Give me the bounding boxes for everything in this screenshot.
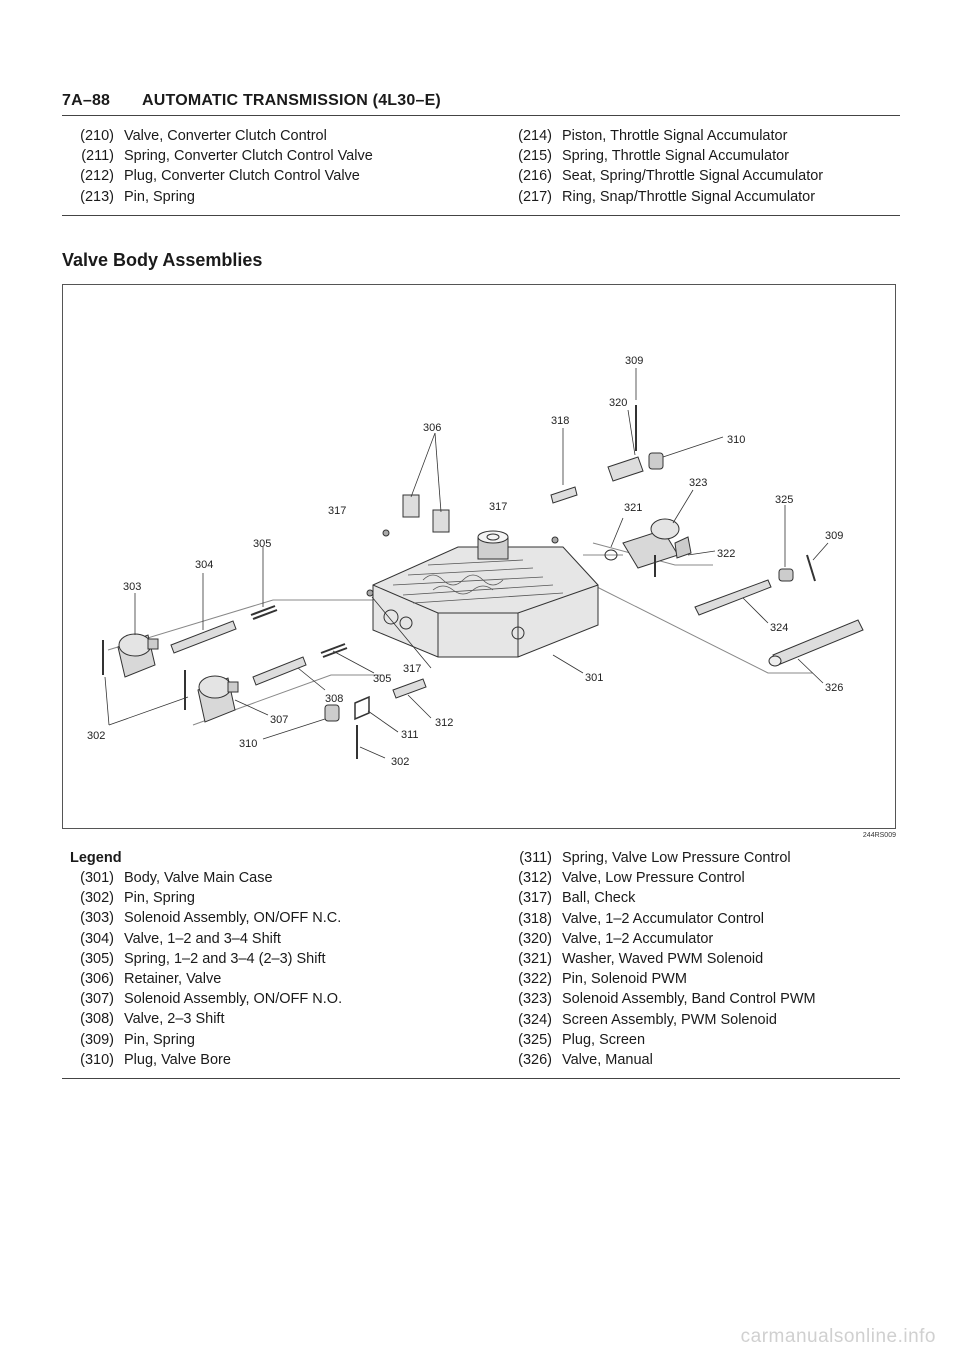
list-item: (306)Retainer, Valve bbox=[80, 971, 222, 988]
list-item: (302)Pin, Spring bbox=[80, 890, 195, 907]
top-list-rule bbox=[62, 215, 900, 216]
top-list-left: (210)Valve, Converter Clutch Control (21… bbox=[62, 126, 373, 207]
callout-321: 321 bbox=[624, 502, 642, 514]
legend-title: Legend bbox=[70, 850, 122, 866]
callout-323: 323 bbox=[689, 477, 707, 489]
list-item: (211)Spring, Converter Clutch Control Va… bbox=[81, 148, 373, 165]
header-rule bbox=[62, 115, 900, 116]
list-item: (213)Pin, Spring bbox=[80, 188, 195, 205]
valve-body-figure: 309 320 318 310 306 323 317 317 321 325 … bbox=[62, 284, 896, 829]
callout-325: 325 bbox=[775, 494, 793, 506]
list-item: (308)Valve, 2–3 Shift bbox=[80, 1011, 225, 1028]
figure-id: 244RS009 bbox=[862, 832, 896, 839]
legend-right: (311)Spring, Valve Low Pressure Control … bbox=[500, 848, 816, 1070]
page-title: AUTOMATIC TRANSMISSION (4L30–E) bbox=[142, 92, 441, 109]
exploded-view-diagram: 309 320 318 310 306 323 317 317 321 325 … bbox=[87, 355, 864, 768]
callout-306: 306 bbox=[423, 422, 441, 434]
callout-317-left: 317 bbox=[328, 505, 346, 517]
callout-324: 324 bbox=[770, 622, 788, 634]
callout-310-top: 310 bbox=[727, 434, 745, 446]
callout-310-bottom: 310 bbox=[239, 738, 257, 750]
callout-303: 303 bbox=[123, 581, 141, 593]
callout-317-mid: 317 bbox=[489, 501, 507, 513]
list-item: (312)Valve, Low Pressure Control bbox=[518, 870, 745, 887]
list-item: (310)Plug, Valve Bore bbox=[80, 1051, 231, 1068]
page-number: 7A–88 bbox=[62, 92, 111, 109]
callout-304: 304 bbox=[195, 559, 213, 571]
callout-318: 318 bbox=[551, 415, 569, 427]
page-header: 7A–88 AUTOMATIC TRANSMISSION (4L30–E) bbox=[62, 92, 441, 110]
callout-311: 311 bbox=[401, 729, 419, 741]
callout-309-right: 309 bbox=[825, 530, 843, 542]
list-item: (323)Solenoid Assembly, Band Control PWM bbox=[518, 991, 816, 1008]
list-item: (304)Valve, 1–2 and 3–4 Shift bbox=[80, 930, 281, 947]
callout-305-bottom: 305 bbox=[373, 673, 391, 685]
list-item: (307)Solenoid Assembly, ON/OFF N.O. bbox=[80, 991, 343, 1008]
list-item: (320)Valve, 1–2 Accumulator bbox=[518, 930, 714, 947]
watermark: carmanualsonline.info bbox=[740, 1326, 936, 1347]
callout-302-left: 302 bbox=[87, 730, 105, 742]
list-item: (305)Spring, 1–2 and 3–4 (2–3) Shift bbox=[80, 950, 326, 967]
callout-301: 301 bbox=[585, 672, 603, 684]
list-item: (311)Spring, Valve Low Pressure Control bbox=[519, 850, 791, 866]
list-item: (216)Seat, Spring/Throttle Signal Accumu… bbox=[518, 168, 824, 185]
legend-rule bbox=[62, 1078, 900, 1079]
callout-312: 312 bbox=[435, 717, 453, 729]
list-item: (317)Ball, Check bbox=[518, 890, 636, 907]
list-item: (214)Piston, Throttle Signal Accumulator bbox=[518, 128, 788, 144]
callout-320: 320 bbox=[609, 397, 627, 409]
list-item: (318)Valve, 1–2 Accumulator Control bbox=[518, 910, 765, 927]
list-item: (325)Plug, Screen bbox=[518, 1031, 646, 1048]
callout-305-top: 305 bbox=[253, 538, 271, 550]
list-item: (215)Spring, Throttle Signal Accumulator bbox=[518, 148, 790, 165]
list-item: (301)Body, Valve Main Case bbox=[80, 870, 273, 886]
section-title: Valve Body Assemblies bbox=[62, 250, 263, 270]
list-item: (326)Valve, Manual bbox=[518, 1052, 653, 1069]
callout-322: 322 bbox=[717, 548, 735, 560]
list-item: (324)Screen Assembly, PWM Solenoid bbox=[518, 1011, 777, 1028]
list-item: (217)Ring, Snap/Throttle Signal Accumula… bbox=[518, 188, 816, 205]
list-item: (212)Plug, Converter Clutch Control Valv… bbox=[80, 168, 360, 185]
legend-left: (301)Body, Valve Main Case (302)Pin, Spr… bbox=[62, 868, 342, 1070]
callout-308: 308 bbox=[325, 693, 343, 705]
list-item: (210)Valve, Converter Clutch Control bbox=[80, 128, 327, 144]
list-item: (321)Washer, Waved PWM Solenoid bbox=[518, 951, 764, 968]
callout-302-bottom: 302 bbox=[391, 756, 409, 768]
list-item: (303)Solenoid Assembly, ON/OFF N.C. bbox=[80, 910, 342, 927]
list-item: (322)Pin, Solenoid PWM bbox=[518, 971, 687, 988]
callout-317-bottom: 317 bbox=[403, 663, 421, 675]
top-list-right: (214)Piston, Throttle Signal Accumulator… bbox=[500, 126, 823, 207]
callout-307: 307 bbox=[270, 714, 288, 726]
callout-326: 326 bbox=[825, 682, 843, 694]
callout-309-top: 309 bbox=[625, 355, 643, 367]
list-item: (309)Pin, Spring bbox=[80, 1031, 195, 1048]
